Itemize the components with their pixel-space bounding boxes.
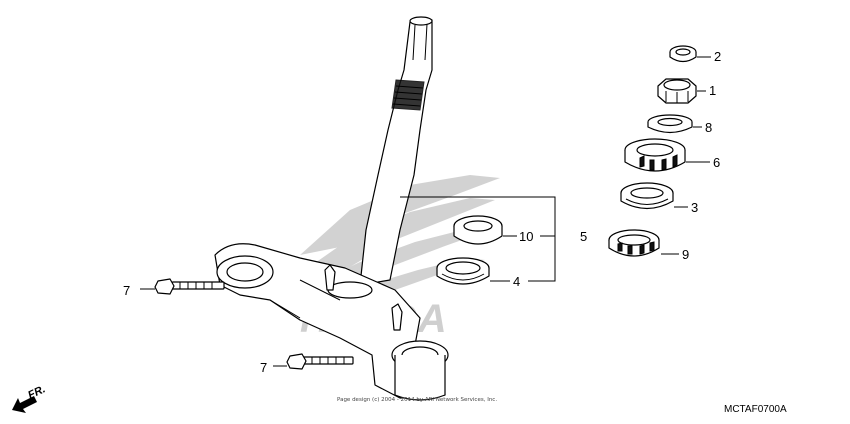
front-direction-label: FR. bbox=[26, 383, 47, 401]
callout-2: 2 bbox=[714, 49, 721, 64]
callout-10: 10 bbox=[519, 229, 533, 244]
callout-1: 1 bbox=[709, 83, 716, 98]
lower-triple-clamp bbox=[214, 243, 449, 401]
adjusting-nut-6 bbox=[624, 138, 686, 172]
callout-4: 4 bbox=[513, 274, 520, 289]
callout-8: 8 bbox=[705, 120, 712, 135]
bearing-race-9 bbox=[608, 229, 660, 257]
dust-seal-10 bbox=[453, 215, 503, 245]
callout-7-upper: 7 bbox=[123, 283, 130, 298]
bearing-3 bbox=[620, 182, 674, 210]
callout-9: 9 bbox=[682, 247, 689, 262]
front-direction-arrow-icon bbox=[12, 396, 37, 413]
callout-6: 6 bbox=[713, 155, 720, 170]
bolt-7-lower bbox=[286, 353, 354, 370]
copyright-notice: Page design (c) 2004 - 2014 by ARI Netwo… bbox=[337, 397, 497, 403]
callout-5: 5 bbox=[580, 229, 587, 244]
steering-stem bbox=[359, 16, 433, 286]
callout-3: 3 bbox=[691, 200, 698, 215]
washer-8 bbox=[647, 114, 693, 134]
diagram-code: MCTAF0700A bbox=[724, 404, 787, 415]
bolt-7-upper bbox=[154, 278, 225, 295]
leader-lines bbox=[140, 56, 711, 367]
callout-7-lower: 7 bbox=[260, 360, 267, 375]
bearing-4 bbox=[436, 257, 490, 285]
washer-2 bbox=[669, 45, 697, 63]
stem-nut-1 bbox=[657, 78, 697, 104]
